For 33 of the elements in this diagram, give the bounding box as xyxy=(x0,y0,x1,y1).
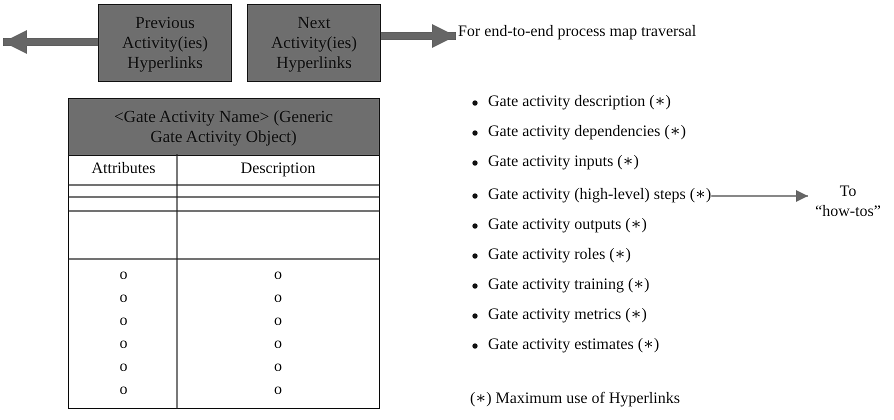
column-header: Attributes xyxy=(90,159,156,179)
list-item: Gate activity inputs (∗) xyxy=(488,152,639,172)
table-cell-text: o xyxy=(273,311,283,331)
list-item: Gate activity roles (∗) xyxy=(488,245,631,265)
list-item: Gate activity (high-level) steps (∗) xyxy=(488,185,712,205)
hyperlink-box: Previous Activity(ies) Hyperlinks xyxy=(98,4,232,82)
list-item: Gate activity description (∗) xyxy=(488,92,671,112)
arrow xyxy=(711,190,808,202)
column-header: Description xyxy=(240,159,316,179)
table-cell-text: o xyxy=(273,288,283,308)
table-cell-text: o xyxy=(118,288,128,308)
arrow xyxy=(381,24,456,48)
list-item: Gate activity training (∗) xyxy=(488,275,650,295)
object-table xyxy=(68,98,380,409)
table-header: <Gate Activity Name> (Generic Gate Activity Object) xyxy=(68,98,380,156)
table-cell-text: o xyxy=(273,357,283,377)
arrow xyxy=(3,30,98,54)
table-cell-text: o xyxy=(118,311,128,331)
list-item: Gate activity outputs (∗) xyxy=(488,215,647,235)
table-cell-text: o xyxy=(118,265,128,285)
table-cell-text: o xyxy=(118,334,128,354)
list-item: Gate activity estimates (∗) xyxy=(488,335,660,355)
target-text: To “how-tos” xyxy=(810,182,886,222)
note-text: For end-to-end process map traversal xyxy=(458,22,696,42)
table-cell-text: o xyxy=(273,334,283,354)
list-item: Gate activity metrics (∗) xyxy=(488,305,647,325)
table-cell-text: o xyxy=(118,357,128,377)
list-item: Gate activity dependencies (∗) xyxy=(488,122,686,142)
hyperlink-box: Next Activity(ies) Hyperlinks xyxy=(247,4,381,82)
table-cell-text: o xyxy=(273,265,283,285)
table-cell-text: o xyxy=(273,380,283,400)
table-cell-text: o xyxy=(118,380,128,400)
footnote: (∗) Maximum use of Hyperlinks xyxy=(470,389,680,409)
